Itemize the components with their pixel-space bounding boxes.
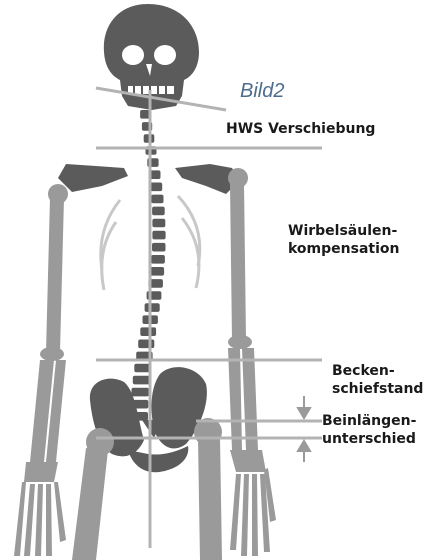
vertebra [152, 207, 165, 216]
vertebra [150, 267, 164, 276]
vertebra [150, 183, 162, 192]
label-beckenschiefstand: Becken- schiefstand [332, 362, 423, 398]
right-arm [228, 184, 276, 556]
arrow-down-icon [298, 408, 310, 418]
vertebra [152, 243, 166, 252]
left-arm [14, 198, 66, 556]
figure-caption: Bild2 [240, 80, 284, 103]
shoulders [48, 164, 248, 204]
label-beinlaengenunterschied: Beinlängen- unterschied [322, 412, 416, 448]
vertebra [132, 388, 149, 397]
vertebra [151, 255, 165, 264]
label-line-1: Becken- [332, 362, 423, 380]
label-line-2: schiefstand [332, 380, 423, 398]
vertebra [134, 364, 151, 373]
vertebra [152, 231, 165, 240]
vertebra [151, 195, 163, 204]
arrow-up-icon [298, 441, 310, 451]
vertebra [133, 376, 150, 385]
difference-arrows [298, 396, 310, 462]
vertebra [140, 327, 156, 336]
label-line-2: unterschied [322, 430, 416, 448]
vertebra [138, 340, 154, 349]
label-line-1: Wirbelsäulen- [288, 222, 399, 240]
vertebra [145, 303, 160, 312]
label-line-2: kompensation [288, 240, 399, 258]
vertebra [152, 219, 165, 228]
label-hws-verschiebung: HWS Verschiebung [226, 120, 375, 138]
label-wirbelsaeulen-kompensation: Wirbelsäulen- kompensation [288, 222, 399, 258]
label-line-1: Beinlängen- [322, 412, 416, 430]
